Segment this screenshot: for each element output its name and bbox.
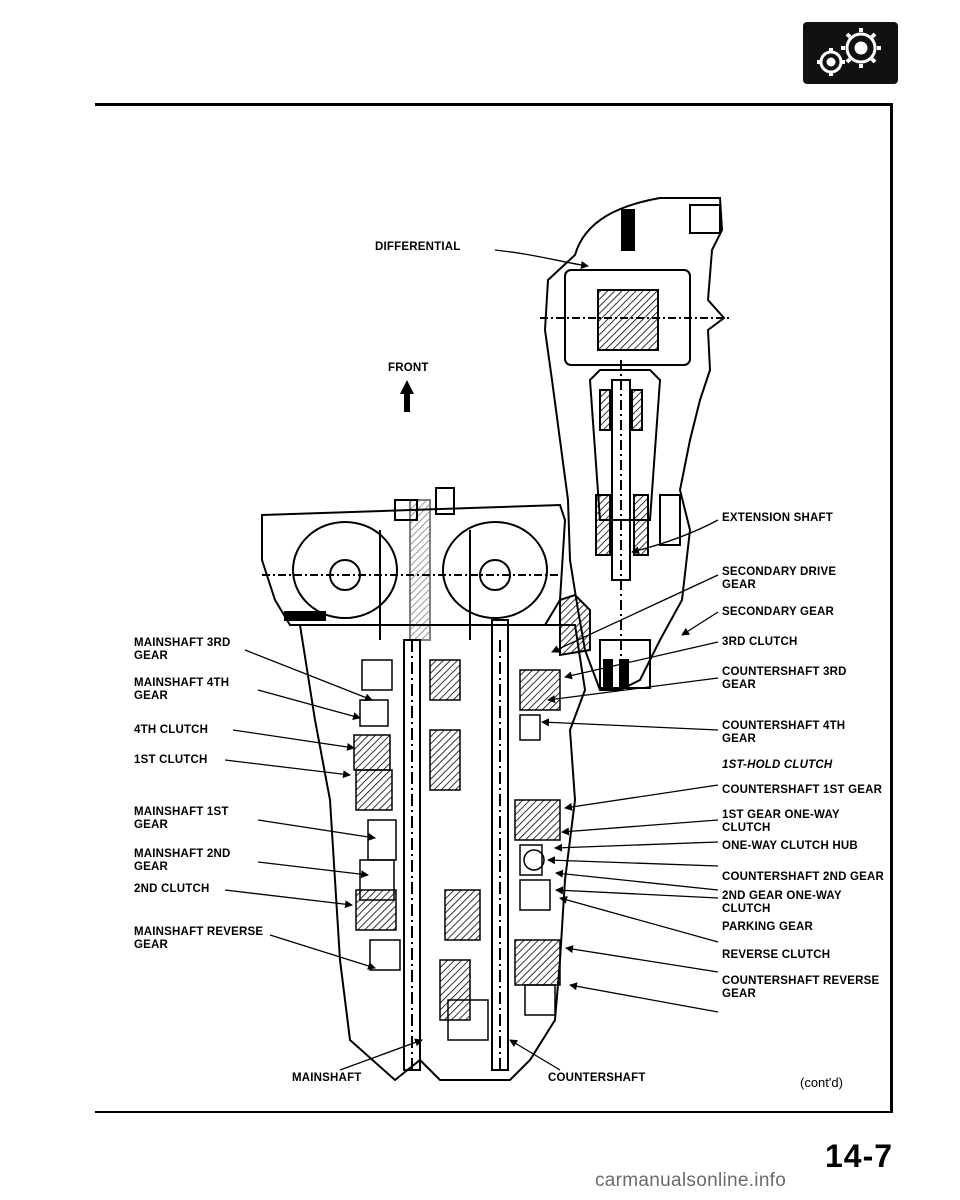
label-mainshaft-2nd-gear: MAINSHAFT 2ND GEAR xyxy=(134,848,231,873)
label-countershaft-reverse-gear: COUNTERSHAFT REVERSE GEAR xyxy=(722,975,880,1000)
page-number: 14-7 xyxy=(825,1138,894,1174)
label-extension-shaft: EXTENSION SHAFT xyxy=(722,512,833,524)
label-2nd-gear-one-way-clutch: 2ND GEAR ONE-WAY CLUTCH xyxy=(722,890,842,915)
label-reverse-clutch: REVERSE CLUTCH xyxy=(722,949,831,961)
label-mainshaft-4th-gear: MAINSHAFT 4TH GEAR xyxy=(134,677,230,702)
frame-top-rule xyxy=(95,103,892,106)
label-countershaft: COUNTERSHAFT xyxy=(548,1072,646,1084)
label-2nd-clutch: 2ND CLUTCH xyxy=(134,883,210,895)
label-3rd-clutch: 3RD CLUTCH xyxy=(722,636,798,648)
label-mainshaft-3rd-gear: MAINSHAFT 3RD GEAR xyxy=(134,637,231,662)
mainshaft-clutch-packs xyxy=(353,659,489,1041)
label-mainshaft: MAINSHAFT xyxy=(292,1072,362,1084)
label-parking-gear: PARKING GEAR xyxy=(722,921,813,933)
label-secondary-gear: SECONDARY GEAR xyxy=(722,606,835,618)
label-1st-gear-one-way-clutch: 1ST GEAR ONE-WAY CLUTCH xyxy=(722,809,840,834)
watermark: carmanualsonline.info xyxy=(595,1170,787,1191)
label-1st-clutch: 1ST CLUTCH xyxy=(134,754,208,766)
label-mainshaft-1st-gear: MAINSHAFT 1ST GEAR xyxy=(134,806,229,831)
converter-housing xyxy=(261,487,567,641)
frame-right-rule xyxy=(890,103,893,1113)
label-one-way-clutch-hub: ONE-WAY CLUTCH HUB xyxy=(722,840,858,852)
label-4th-clutch: 4TH CLUTCH xyxy=(134,724,209,736)
label-secondary-drive-gear: SECONDARY DRIVE GEAR xyxy=(722,566,837,591)
label-differential: DIFFERENTIAL xyxy=(375,241,461,253)
transmission-body xyxy=(298,619,587,1082)
frame-bottom-rule xyxy=(95,1111,892,1113)
label-countershaft-4th-gear: COUNTERSHAFT 4TH GEAR xyxy=(722,720,846,745)
label-mainshaft-reverse-gear: MAINSHAFT REVERSE GEAR xyxy=(134,926,264,951)
countershaft-clutch-packs xyxy=(514,669,561,1016)
continued-note: (cont'd) xyxy=(800,1075,843,1090)
front-arrow-icon xyxy=(400,380,414,412)
label-1st-hold-clutch: 1ST-HOLD CLUTCH xyxy=(722,759,833,771)
differential-housing xyxy=(540,197,730,691)
label-countershaft-3rd-gear: COUNTERSHAFT 3RD GEAR xyxy=(722,666,847,691)
label-countershaft-2nd-gear: COUNTERSHAFT 2ND GEAR xyxy=(722,871,885,883)
label-front: FRONT xyxy=(388,362,429,374)
label-countershaft-1st-gear: COUNTERSHAFT 1ST GEAR xyxy=(722,784,883,796)
gear-cluster-icon xyxy=(803,22,898,84)
leader-lines xyxy=(224,249,719,1071)
